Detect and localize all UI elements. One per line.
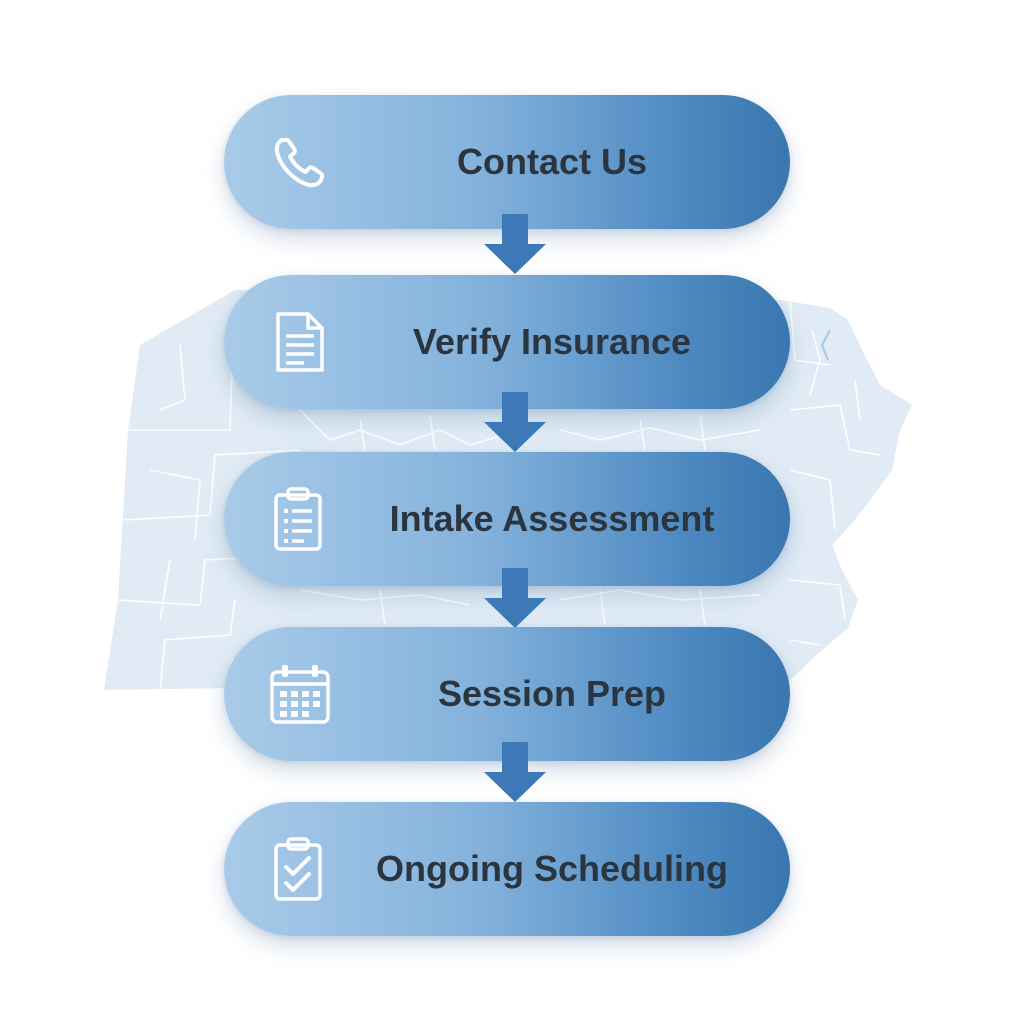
step-label: Ongoing Scheduling — [376, 848, 728, 889]
step-label: Verify Insurance — [412, 321, 692, 362]
arrow-down-icon — [480, 392, 550, 454]
step-intake-assessment[interactable]: Intake Assessment — [224, 452, 790, 586]
step-label: Session Prep — [437, 673, 667, 714]
step-ongoing-scheduling[interactable]: Ongoing Scheduling — [224, 802, 790, 936]
clipboard-list-icon — [264, 483, 336, 555]
step-session-prep[interactable]: Session Prep — [224, 627, 790, 761]
step-contact-us[interactable]: Contact Us — [224, 95, 790, 229]
step-verify-insurance[interactable]: Verify Insurance — [224, 275, 790, 409]
step-label: Intake Assessment — [389, 498, 715, 539]
arrow-down-icon — [480, 568, 550, 630]
arrow-down-icon — [480, 214, 550, 276]
clipboard-check-icon — [264, 833, 336, 905]
arrow-down-icon — [480, 742, 550, 804]
step-label: Contact Us — [456, 141, 648, 182]
phone-icon — [264, 126, 336, 198]
document-icon — [264, 306, 336, 378]
calendar-icon — [264, 658, 336, 730]
